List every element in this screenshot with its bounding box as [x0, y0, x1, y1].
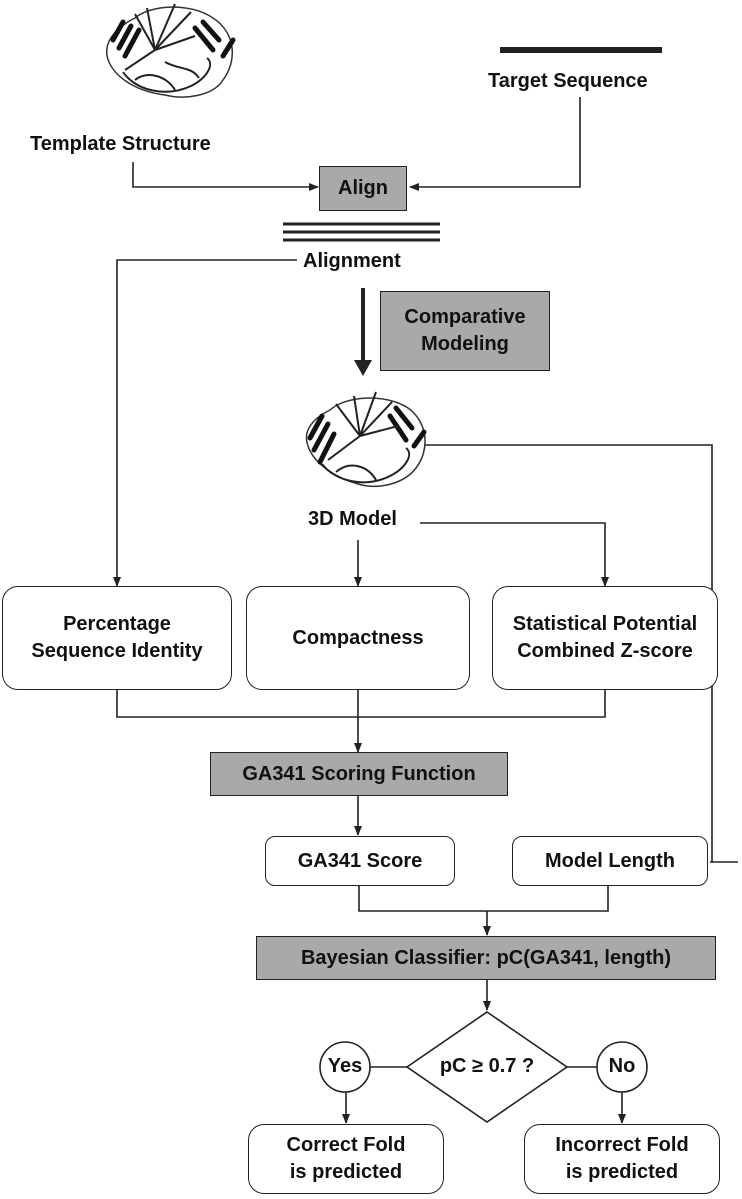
- compactness-box: Compactness: [246, 586, 470, 690]
- correct-fold-line-2: is predicted: [289, 1161, 403, 1183]
- percentage-identity-line-1: Percentage: [63, 613, 171, 635]
- yes-label: Yes: [327, 1055, 363, 1077]
- incorrect-fold-line-1: Incorrect Fold: [555, 1134, 689, 1156]
- ga341-scoring-box: GA341 Scoring Function: [210, 752, 508, 796]
- alignment-label: Alignment: [303, 250, 401, 272]
- comparative-modeling-line-1: Comparative: [404, 306, 526, 328]
- yes-circle: [319, 1041, 371, 1093]
- incorrect-fold-box: Incorrect Fold is predicted: [524, 1124, 720, 1194]
- template-protein-image: [106, 3, 236, 98]
- bayesian-classifier-label: Bayesian Classifier: pC(GA341, length): [300, 946, 672, 969]
- compactness-label: Compactness: [292, 626, 424, 649]
- comparative-modeling-arrowhead: [354, 360, 372, 376]
- score-length-merge: [358, 886, 609, 912]
- merge-left: [116, 690, 606, 718]
- decision-label: pC ≥ 0.7 ?: [439, 1055, 535, 1077]
- model-length-label: Model Length: [545, 849, 675, 872]
- alignment-to-identity-arrow: [113, 259, 297, 587]
- correct-fold-box: Correct Fold is predicted: [248, 1124, 444, 1194]
- percentage-identity-line-2: Sequence Identity: [31, 640, 203, 662]
- model-protein-image: [305, 391, 427, 487]
- ga341-scoring-label: GA341 Scoring Function: [242, 762, 476, 785]
- statistical-potential-box: Statistical Potential Combined Z-score: [492, 586, 718, 690]
- no-label: No: [608, 1055, 636, 1077]
- no-circle: [596, 1041, 648, 1093]
- statistical-potential-line-1: Statistical Potential: [512, 613, 698, 635]
- percentage-identity-box: Percentage Sequence Identity: [2, 586, 232, 690]
- align-label: Align: [338, 177, 388, 199]
- ga341-score-box: GA341 Score: [265, 836, 455, 886]
- template-to-align-arrow: [132, 162, 319, 191]
- comparative-modeling-line-2: Modeling: [421, 333, 509, 355]
- ga341-score-label: GA341 Score: [297, 849, 423, 872]
- template-structure-label: Template Structure: [30, 133, 211, 155]
- bayesian-classifier-box: Bayesian Classifier: pC(GA341, length): [256, 936, 716, 980]
- comparative-modeling-box: Comparative Modeling: [380, 291, 550, 371]
- incorrect-fold-line-2: is predicted: [565, 1161, 679, 1183]
- align-box: Align: [319, 166, 407, 211]
- model-to-statistical-arrow: [420, 522, 609, 587]
- 3d-model-label: 3D Model: [308, 508, 397, 530]
- target-sequence-label: Target Sequence: [488, 70, 648, 92]
- statistical-potential-line-2: Combined Z-score: [517, 640, 693, 662]
- target-to-align-arrow: [409, 97, 581, 191]
- decision-diamond: [405, 1011, 569, 1123]
- model-length-box: Model Length: [512, 836, 708, 886]
- correct-fold-line-1: Correct Fold: [286, 1134, 406, 1156]
